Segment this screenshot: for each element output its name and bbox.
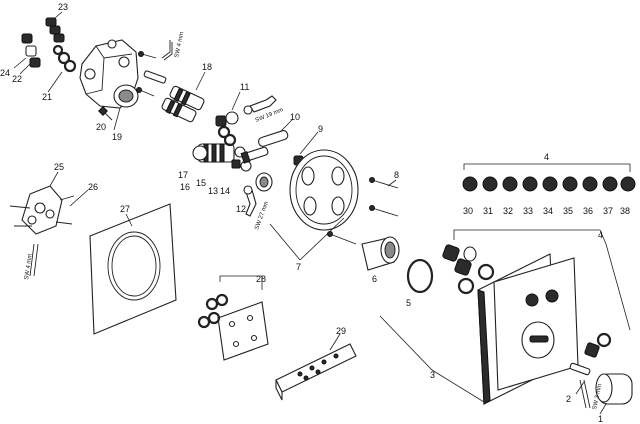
label-4-top: 4 — [544, 152, 549, 162]
part-20-screw — [98, 106, 113, 121]
tool-label-sw27: SW 27 mm — [254, 201, 270, 231]
part-29-trim-strip — [275, 333, 357, 401]
part-12-ring — [255, 172, 273, 192]
label-26: 26 — [88, 182, 98, 192]
label-15: 15 — [196, 178, 206, 188]
callout-labels: 23 24 22 21 20 19 18 11 10 9 17 16 15 13… — [0, 2, 630, 424]
part-27-cover-plate — [89, 203, 177, 335]
label-1: 1 — [598, 414, 603, 424]
tool-label-sw4-left: SW 4 mm — [24, 253, 34, 280]
part-11-nuts — [215, 91, 241, 139]
label-31: 31 — [483, 206, 493, 216]
label-22: 22 — [12, 74, 22, 84]
label-24: 24 — [0, 68, 10, 78]
label-37: 37 — [603, 206, 613, 216]
part-16-thermostat-cartridge — [192, 143, 235, 163]
label-35: 35 — [563, 206, 573, 216]
label-25: 25 — [54, 162, 64, 172]
hex-key-sw4-top — [161, 40, 173, 61]
part-23-cap-group — [45, 11, 65, 43]
label-27: 27 — [120, 204, 130, 214]
wrench-sw19 — [243, 95, 277, 115]
part-4-valve-group — [442, 229, 631, 331]
label-8: 8 — [394, 170, 399, 180]
part-25-mounting-frame — [9, 171, 89, 235]
part-19-mixer-body — [79, 39, 139, 131]
label-21: 21 — [42, 92, 52, 102]
part-3-thermostat-cover — [379, 253, 579, 405]
part-10-spring-rod — [240, 119, 293, 164]
label-19: 19 — [112, 132, 122, 142]
label-4-right: 4 — [598, 230, 603, 240]
tool-label-sw3: SW 3 mm — [592, 383, 603, 410]
label-13: 13 — [208, 186, 218, 196]
label-34: 34 — [543, 206, 553, 216]
label-14: 14 — [220, 186, 230, 196]
label-18: 18 — [202, 62, 212, 72]
wrench-sw27 — [243, 185, 257, 217]
label-16: 16 — [180, 182, 190, 192]
label-3: 3 — [430, 370, 435, 380]
label-7: 7 — [296, 262, 301, 272]
label-30: 30 — [463, 206, 473, 216]
part-5-seal-ring — [406, 258, 434, 294]
hex-key-sw3 — [579, 379, 591, 409]
part-2-grub-screw — [569, 362, 591, 395]
label-36: 36 — [583, 206, 593, 216]
part-18-cartridges — [161, 71, 206, 123]
label-9: 9 — [318, 124, 323, 134]
part-15-14-13-rings — [223, 133, 252, 172]
tool-label-sw4-top: SW 4 mm — [174, 31, 185, 58]
label-32: 32 — [503, 206, 513, 216]
part-6-sleeve — [361, 236, 400, 271]
label-38: 38 — [620, 206, 630, 216]
label-5: 5 — [406, 298, 411, 308]
label-20: 20 — [96, 122, 106, 132]
mounting-screws — [136, 51, 167, 97]
part-7-mounting-plate — [269, 149, 359, 261]
part-4-knob-row — [462, 163, 636, 192]
part-21-seal-rings — [47, 44, 77, 93]
label-29: 29 — [336, 326, 346, 336]
label-12: 12 — [236, 204, 246, 214]
part-1-handle — [584, 332, 633, 415]
label-2: 2 — [566, 394, 571, 404]
label-28: 28 — [256, 274, 266, 284]
label-6: 6 — [372, 274, 377, 284]
label-17: 17 — [178, 170, 188, 180]
part-22-24-fittings — [13, 33, 41, 75]
label-11: 11 — [240, 82, 249, 92]
label-23: 23 — [58, 2, 68, 12]
hex-key-sw4-left — [29, 243, 39, 277]
part-8-long-screws — [327, 177, 399, 245]
label-33: 33 — [523, 206, 533, 216]
part-28-gasket-set — [197, 275, 269, 361]
label-10: 10 — [290, 112, 300, 122]
